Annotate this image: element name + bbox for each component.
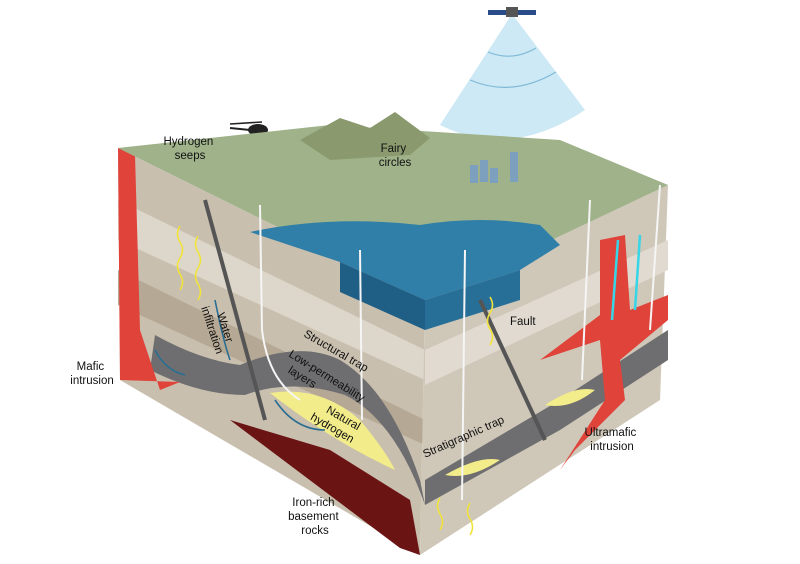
beam-arc — [487, 47, 537, 57]
well-lines — [259, 184, 661, 501]
trap-layer — [150, 335, 425, 505]
fault-line — [478, 299, 547, 441]
label-line: intrusion — [590, 441, 633, 453]
label-ultramafic-intrusion: Ultramafic intrusion — [585, 427, 640, 453]
ultramafic-intrusion — [540, 235, 668, 470]
mountain — [300, 112, 430, 160]
label-line: rocks — [301, 525, 329, 537]
satellite-icon — [488, 7, 536, 17]
label-line: Iron-rich — [292, 497, 334, 509]
label-line: Hydrogen — [163, 136, 213, 148]
natural-hydrogen-reservoir — [270, 391, 395, 470]
water-flow-arrows — [154, 299, 326, 431]
label-fault: Fault — [510, 316, 536, 328]
beam-arc — [469, 71, 557, 88]
hydrogen-flow-arrows — [176, 225, 494, 536]
water-body — [250, 220, 560, 300]
label-mafic-intrusion: Mafic intrusion — [70, 361, 113, 387]
label-line: intrusion — [70, 375, 113, 387]
natural-hydrogen-reservoir — [445, 459, 500, 476]
fluid-upflow-arrows — [610, 234, 642, 321]
basement-rocks — [230, 420, 420, 555]
mafic-intrusion — [118, 148, 180, 390]
fault-line — [203, 199, 267, 421]
natural-hydrogen-reservoir — [545, 389, 595, 406]
label-hydrogen-seeps: Hydrogen seeps — [163, 136, 216, 162]
satellite-beam — [440, 14, 585, 140]
label-water-infiltration: Water infiltration — [198, 301, 237, 356]
label-line: seeps — [175, 150, 206, 162]
city-icon — [470, 152, 518, 183]
land-surface — [118, 125, 668, 300]
label-basement-rocks: Iron-rich basement rocks — [288, 497, 342, 537]
label-fairy-circles: Fairy circles — [379, 143, 412, 169]
label-line: Ultramafic — [585, 427, 637, 439]
label-line: basement — [288, 511, 339, 523]
label-line: Mafic — [77, 361, 105, 373]
water-body-side — [425, 270, 520, 330]
label-line: Fairy — [381, 143, 407, 155]
label-line: circles — [379, 157, 412, 169]
